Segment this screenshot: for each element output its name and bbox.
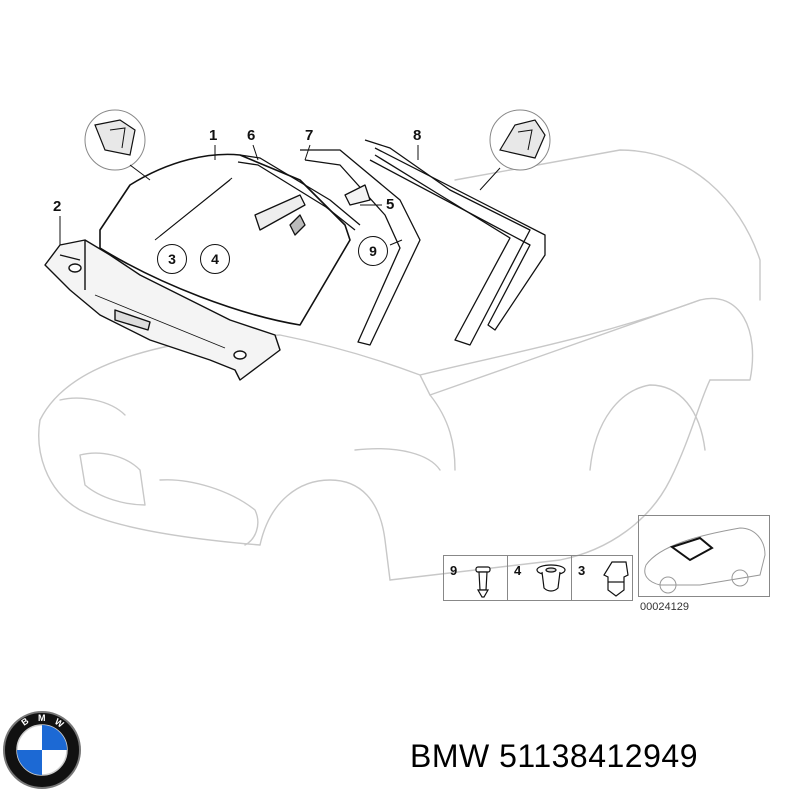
callout-2: 2 (53, 198, 62, 215)
legend-cell-3: 3 (572, 556, 632, 600)
diagram-reference-number: 00024129 (640, 601, 689, 613)
car-body-outline (38, 149, 761, 581)
windshield-glass (99, 153, 351, 326)
callout-6: 6 (247, 127, 256, 144)
detail-inset-right (479, 109, 551, 191)
thumbnail-car (644, 527, 766, 594)
circled-callout-4: 4 (200, 244, 230, 274)
leader-lines (59, 144, 419, 246)
callout-1: 1 (209, 127, 218, 144)
push-rivet-icon (475, 566, 491, 598)
circled-callout-3: 3 (157, 244, 187, 274)
callout-7: 7 (305, 127, 314, 144)
bmw-logo: B M W (3, 711, 81, 789)
legend-number: 3 (578, 563, 586, 578)
clip-icon (603, 561, 629, 597)
fastener-legend: 9 4 3 (443, 555, 633, 601)
detail-inset-left (84, 109, 151, 181)
part-number-caption: BMW 51138412949 (410, 738, 698, 774)
callout-5: 5 (386, 196, 395, 213)
svg-text:B: B (19, 715, 30, 727)
svg-text:M: M (38, 713, 46, 723)
grommet-icon (536, 564, 566, 592)
legend-number: 9 (450, 563, 458, 578)
cowl-panel (44, 239, 281, 381)
location-thumbnail (638, 515, 770, 597)
legend-cell-9: 9 (444, 556, 508, 600)
callout-8: 8 (413, 127, 422, 144)
legend-number: 4 (514, 563, 522, 578)
windshield-seals (237, 139, 546, 346)
circled-callout-9: 9 (358, 236, 388, 266)
legend-cell-4: 4 (508, 556, 572, 600)
